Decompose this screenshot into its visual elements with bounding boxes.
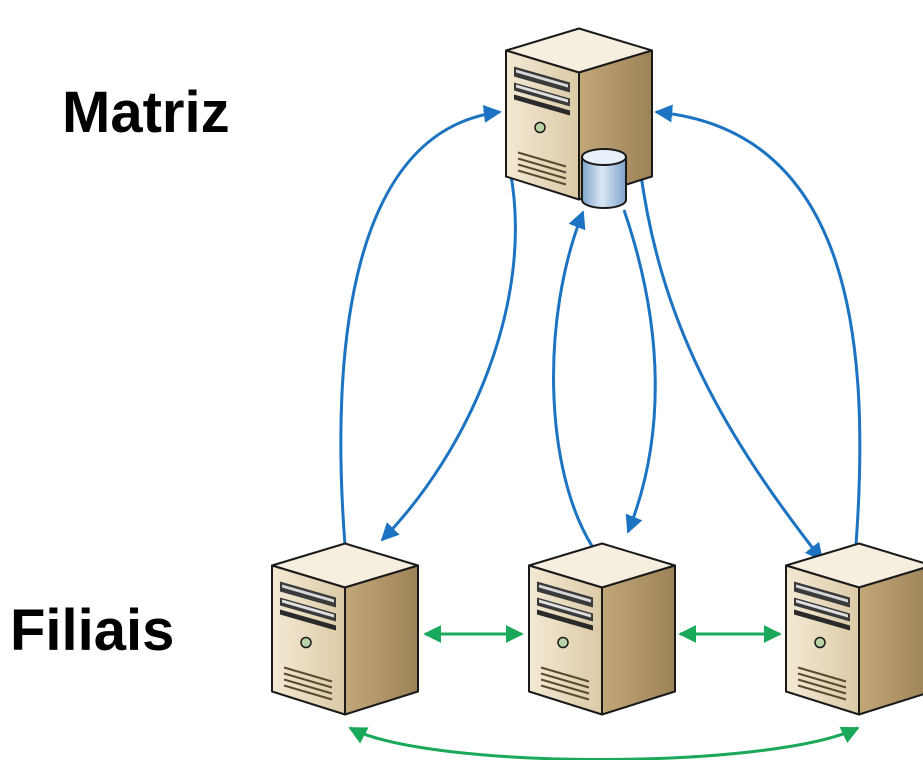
filial2-server: [527, 542, 677, 716]
link-filial1-filial3: [348, 726, 860, 760]
link-filial2-to-db: [552, 210, 594, 547]
link-filial1-to-matriz: [339, 105, 502, 546]
branches-label: Filiais: [10, 598, 175, 663]
filial3-server: [784, 542, 923, 716]
headquarters-label: Matriz: [62, 80, 230, 145]
database-icon: [581, 148, 627, 209]
link-matriz-to-filial3: [638, 167, 824, 562]
link-db-to-filial2: [622, 209, 657, 534]
hq-links: [339, 104, 862, 562]
branch-links: [348, 625, 860, 760]
link-filial3-to-matriz: [654, 104, 862, 546]
filial1-server: [270, 542, 420, 716]
link-matriz-to-filial1: [380, 169, 517, 542]
matriz-server: [504, 27, 654, 201]
